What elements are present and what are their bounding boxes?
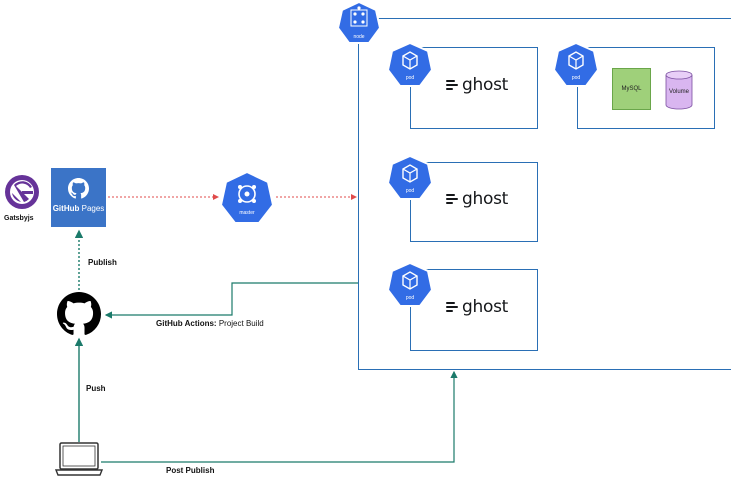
ghost-mark-icon: [446, 302, 458, 312]
ghost-logo-3: ghost: [446, 297, 508, 317]
volume-label: Volume: [669, 89, 690, 95]
pod-icon: pod: [386, 41, 434, 87]
ghost-mark-icon: [446, 80, 458, 90]
pod-icon: pod: [386, 261, 434, 307]
pod-box-3: [410, 269, 538, 351]
github-pages-box: GitHub Pages: [51, 168, 106, 227]
pod-db-label: pod: [572, 75, 581, 81]
pod-2-label: pod: [406, 188, 415, 194]
pod-icon: pod: [386, 154, 434, 200]
edge-actions: [104, 282, 358, 319]
push-label: Push: [86, 384, 106, 393]
publish-label: Publish: [88, 258, 117, 267]
gatsby-logo: [2, 172, 42, 212]
pod-icon: pod: [552, 41, 600, 87]
github-pages-label: GitHub Pages: [52, 204, 105, 213]
ghost-logo-2: ghost: [446, 189, 508, 209]
mysql-box: MySQL: [612, 68, 651, 110]
github-pages-icon: [68, 178, 89, 199]
node-icon: node: [336, 0, 382, 44]
actions-label: GitHub Actions: Project Build: [156, 319, 264, 328]
github-icon: [57, 292, 101, 336]
laptop-icon: [54, 442, 104, 476]
ghost-mark-icon: [446, 194, 458, 204]
edge-post-publish: [101, 370, 458, 463]
gatsby-label: Gatsbyjs: [4, 215, 34, 222]
master-label: master: [239, 210, 255, 216]
pod-1-label: pod: [406, 75, 415, 81]
ghost-logo-1: ghost: [446, 75, 508, 95]
pod-3-label: pod: [406, 295, 415, 301]
master-icon: master: [219, 170, 275, 224]
node-boundary: [358, 18, 731, 370]
volume-cylinder: Volume: [665, 70, 693, 110]
pod-box-1: [410, 47, 538, 129]
post-publish-label: Post Publish: [166, 466, 215, 475]
node-label: node: [353, 34, 364, 40]
